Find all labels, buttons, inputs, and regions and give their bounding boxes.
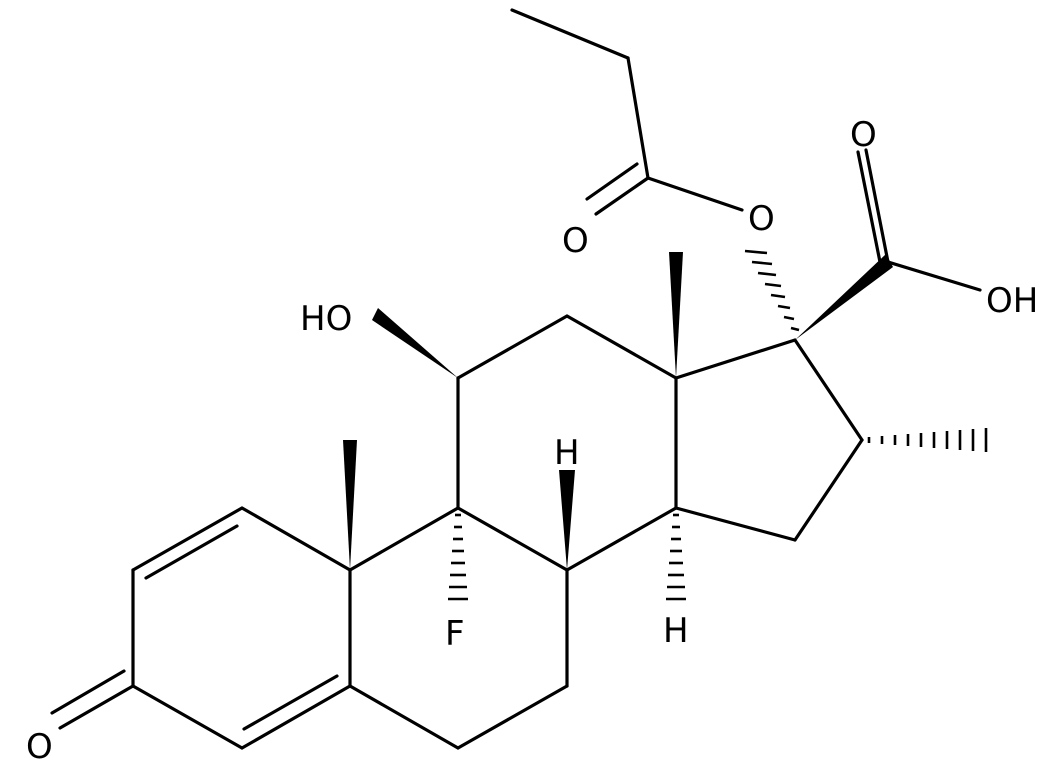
bond-c8-c9: [456, 506, 569, 572]
bond-c4-c5: [240, 684, 352, 750]
bond-c15-c14: [674, 506, 797, 542]
bond-c3-c4: [131, 684, 244, 750]
bond-c13-c17: [674, 338, 797, 380]
wedge-c8-h: [559, 470, 575, 570]
wedge-c17-cooh: [795, 254, 893, 340]
fluorine-label: F: [445, 614, 465, 654]
bond-c5-c6: [348, 684, 460, 750]
wedge-c11-oh: [372, 308, 458, 378]
bond-c1-c2: [131, 506, 244, 572]
bond-c6-c7: [456, 684, 569, 750]
bond-cooh-oh: [886, 260, 982, 292]
bond-cooh-c-double: [856, 150, 882, 264]
bond-acyl-o-double: [585, 162, 639, 201]
bond-c14-c8: [565, 506, 678, 572]
ketone-oxygen-label: O: [26, 727, 53, 767]
h-c8-label: H: [554, 433, 580, 473]
acid-carbonyl-oxygen-label: O: [850, 115, 877, 155]
bond-c4-c5-inner: [242, 674, 339, 731]
hashed-bonds: [448, 249, 988, 601]
bond-c17-c16: [793, 338, 864, 442]
bond-c1-c2-inner: [144, 524, 239, 580]
bond-acyl-o: [594, 176, 650, 216]
bond-acyl-ch2: [626, 56, 650, 180]
bond-ch2-ch3: [510, 8, 630, 60]
bond-c3-o-double: [50, 669, 126, 715]
ester-carbonyl-oxygen-label: O: [562, 221, 589, 261]
wedge-c13-methyl: [669, 252, 683, 378]
h-c14-label: H: [663, 611, 689, 651]
bond-cooh-c: [864, 148, 890, 264]
bond-c10-c1: [240, 506, 352, 572]
bond-c9-c10: [348, 506, 460, 572]
hydroxyl-label: HO: [300, 299, 352, 339]
bond-c16-c15: [793, 438, 864, 542]
ester-oxygen-label: O: [748, 199, 775, 239]
bond-c11-c12: [456, 314, 569, 380]
acid-hydroxyl-label: OH: [986, 281, 1038, 321]
bond-o-acyl: [646, 176, 744, 212]
bond-c3-o: [58, 684, 135, 730]
bond-c12-c13: [565, 314, 678, 380]
wedge-c10-methyl: [343, 440, 357, 570]
